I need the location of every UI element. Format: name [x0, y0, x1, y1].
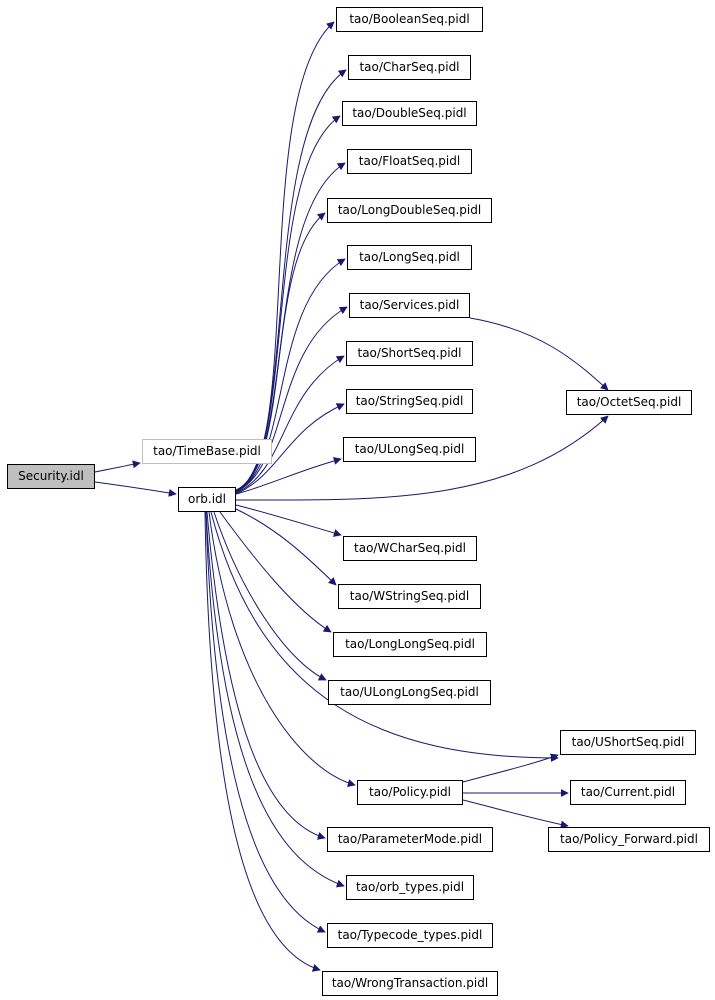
edge-orb-to-policy: [208, 511, 356, 787]
node-longlongseq[interactable]: tao/LongLongSeq.pidl: [333, 632, 487, 657]
edge-orb-to-typecodetypes: [205, 511, 326, 933]
node-parametermode[interactable]: tao/ParameterMode.pidl: [327, 827, 493, 852]
edge-orb-to-orbtypes: [205, 511, 345, 888]
edge-orb-to-longlongseq: [219, 511, 332, 633]
node-wrongtransaction[interactable]: tao/WrongTransaction.pidl: [322, 971, 498, 996]
node-wcharseq[interactable]: tao/WCharSeq.pidl: [343, 536, 477, 561]
edge-orb-to-shortseq: [235, 355, 345, 494]
edge-orb-to-ulongseq: [235, 457, 342, 495]
edge-orb-to-services: [235, 306, 348, 493]
edge-policy-to-policyforward: [462, 799, 569, 829]
node-current[interactable]: tao/Current.pidl: [570, 780, 686, 805]
node-longdoubleseq[interactable]: tao/LongDoubleSeq.pidl: [327, 198, 492, 223]
node-charseq[interactable]: tao/CharSeq.pidl: [348, 55, 471, 80]
node-timebase[interactable]: tao/TimeBase.pidl: [142, 439, 272, 464]
node-policy[interactable]: tao/Policy.pidl: [357, 780, 463, 805]
edge-orb-to-stringseq: [235, 403, 345, 495]
edge-security-to-timebase: [94, 460, 141, 473]
edge-policy-to-ushortseq: [462, 753, 559, 783]
node-floatseq[interactable]: tao/FloatSeq.pidl: [347, 149, 472, 174]
edge-orb-to-longdoubleseq: [235, 212, 326, 493]
node-ushortseq[interactable]: tao/UShortSeq.pidl: [560, 730, 696, 755]
node-services[interactable]: tao/Services.pidl: [349, 293, 470, 318]
node-ulonglongseq[interactable]: tao/ULongLongSeq.pidl: [328, 680, 491, 705]
node-orb[interactable]: orb.idl: [178, 487, 236, 512]
node-octetseq[interactable]: tao/OctetSeq.pidl: [566, 390, 692, 415]
node-longseq[interactable]: tao/LongSeq.pidl: [347, 245, 472, 270]
node-ulongseq[interactable]: tao/ULongSeq.pidl: [343, 437, 476, 462]
edge-orb-to-longseq: [235, 258, 346, 493]
node-policyforward[interactable]: tao/Policy_Forward.pidl: [548, 827, 710, 852]
edge-security-to-orb: [94, 481, 177, 497]
node-orbtypes[interactable]: tao/orb_types.pidl: [346, 875, 474, 900]
edge-orb-to-wstringseq: [235, 508, 337, 586]
edge-orb-to-doubleseq: [235, 115, 341, 492]
edge-orb-to-parametermode: [206, 511, 326, 840]
node-typecodetypes[interactable]: tao/Typecode_types.pidl: [327, 923, 493, 948]
edge-orb-to-wcharseq: [235, 504, 342, 537]
node-security[interactable]: Security.idl: [7, 464, 95, 489]
node-booleanseq[interactable]: tao/BooleanSeq.pidl: [336, 7, 483, 32]
edge-orb-to-ulonglongseq: [213, 511, 327, 681]
edge-orb-to-wrongtransaction: [204, 511, 321, 972]
edge-services-to-octetseq: [469, 317, 609, 391]
node-doubleseq[interactable]: tao/DoubleSeq.pidl: [342, 101, 477, 126]
node-wstringseq[interactable]: tao/WStringSeq.pidl: [338, 584, 481, 609]
edge-orb-to-octetseq: [235, 415, 609, 501]
node-shortseq[interactable]: tao/ShortSeq.pidl: [346, 341, 473, 366]
node-stringseq[interactable]: tao/StringSeq.pidl: [346, 389, 473, 414]
edge-orb-to-ushortseq: [210, 511, 559, 762]
